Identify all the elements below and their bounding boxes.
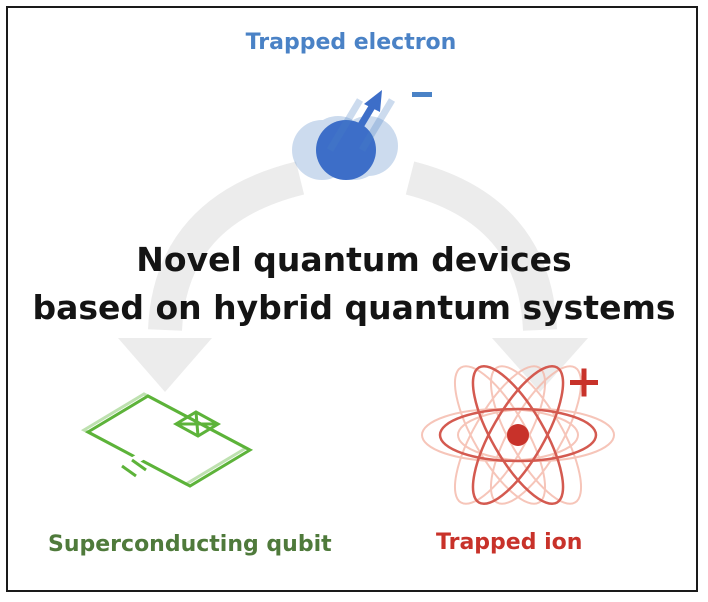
trapped-ion-icon: [421, 364, 615, 506]
electron-icon: [292, 90, 432, 180]
figure-frame: [6, 6, 698, 592]
arrow-electron-to-superconducting: [148, 161, 305, 332]
electron-charge-minus: [412, 92, 432, 97]
headline-line-2: based on hybrid quantum systems: [32, 288, 676, 327]
ion-charge-plus: [570, 368, 598, 397]
arrowhead-right: [492, 338, 588, 392]
superconducting-qubit-icon: [80, 392, 254, 488]
cycle-arrows: [148, 161, 557, 332]
arrow-electron-to-ion: [405, 161, 557, 332]
trapped-ion-label: Trapped ion: [436, 530, 583, 555]
headline: Novel quantum devices based on hybrid qu…: [0, 236, 708, 332]
trapped-electron-label: Trapped electron: [245, 30, 457, 55]
headline-line-1: Novel quantum devices: [136, 240, 572, 279]
superconducting-qubit-label: Superconducting qubit: [48, 532, 332, 557]
arrowhead-left: [118, 338, 212, 392]
